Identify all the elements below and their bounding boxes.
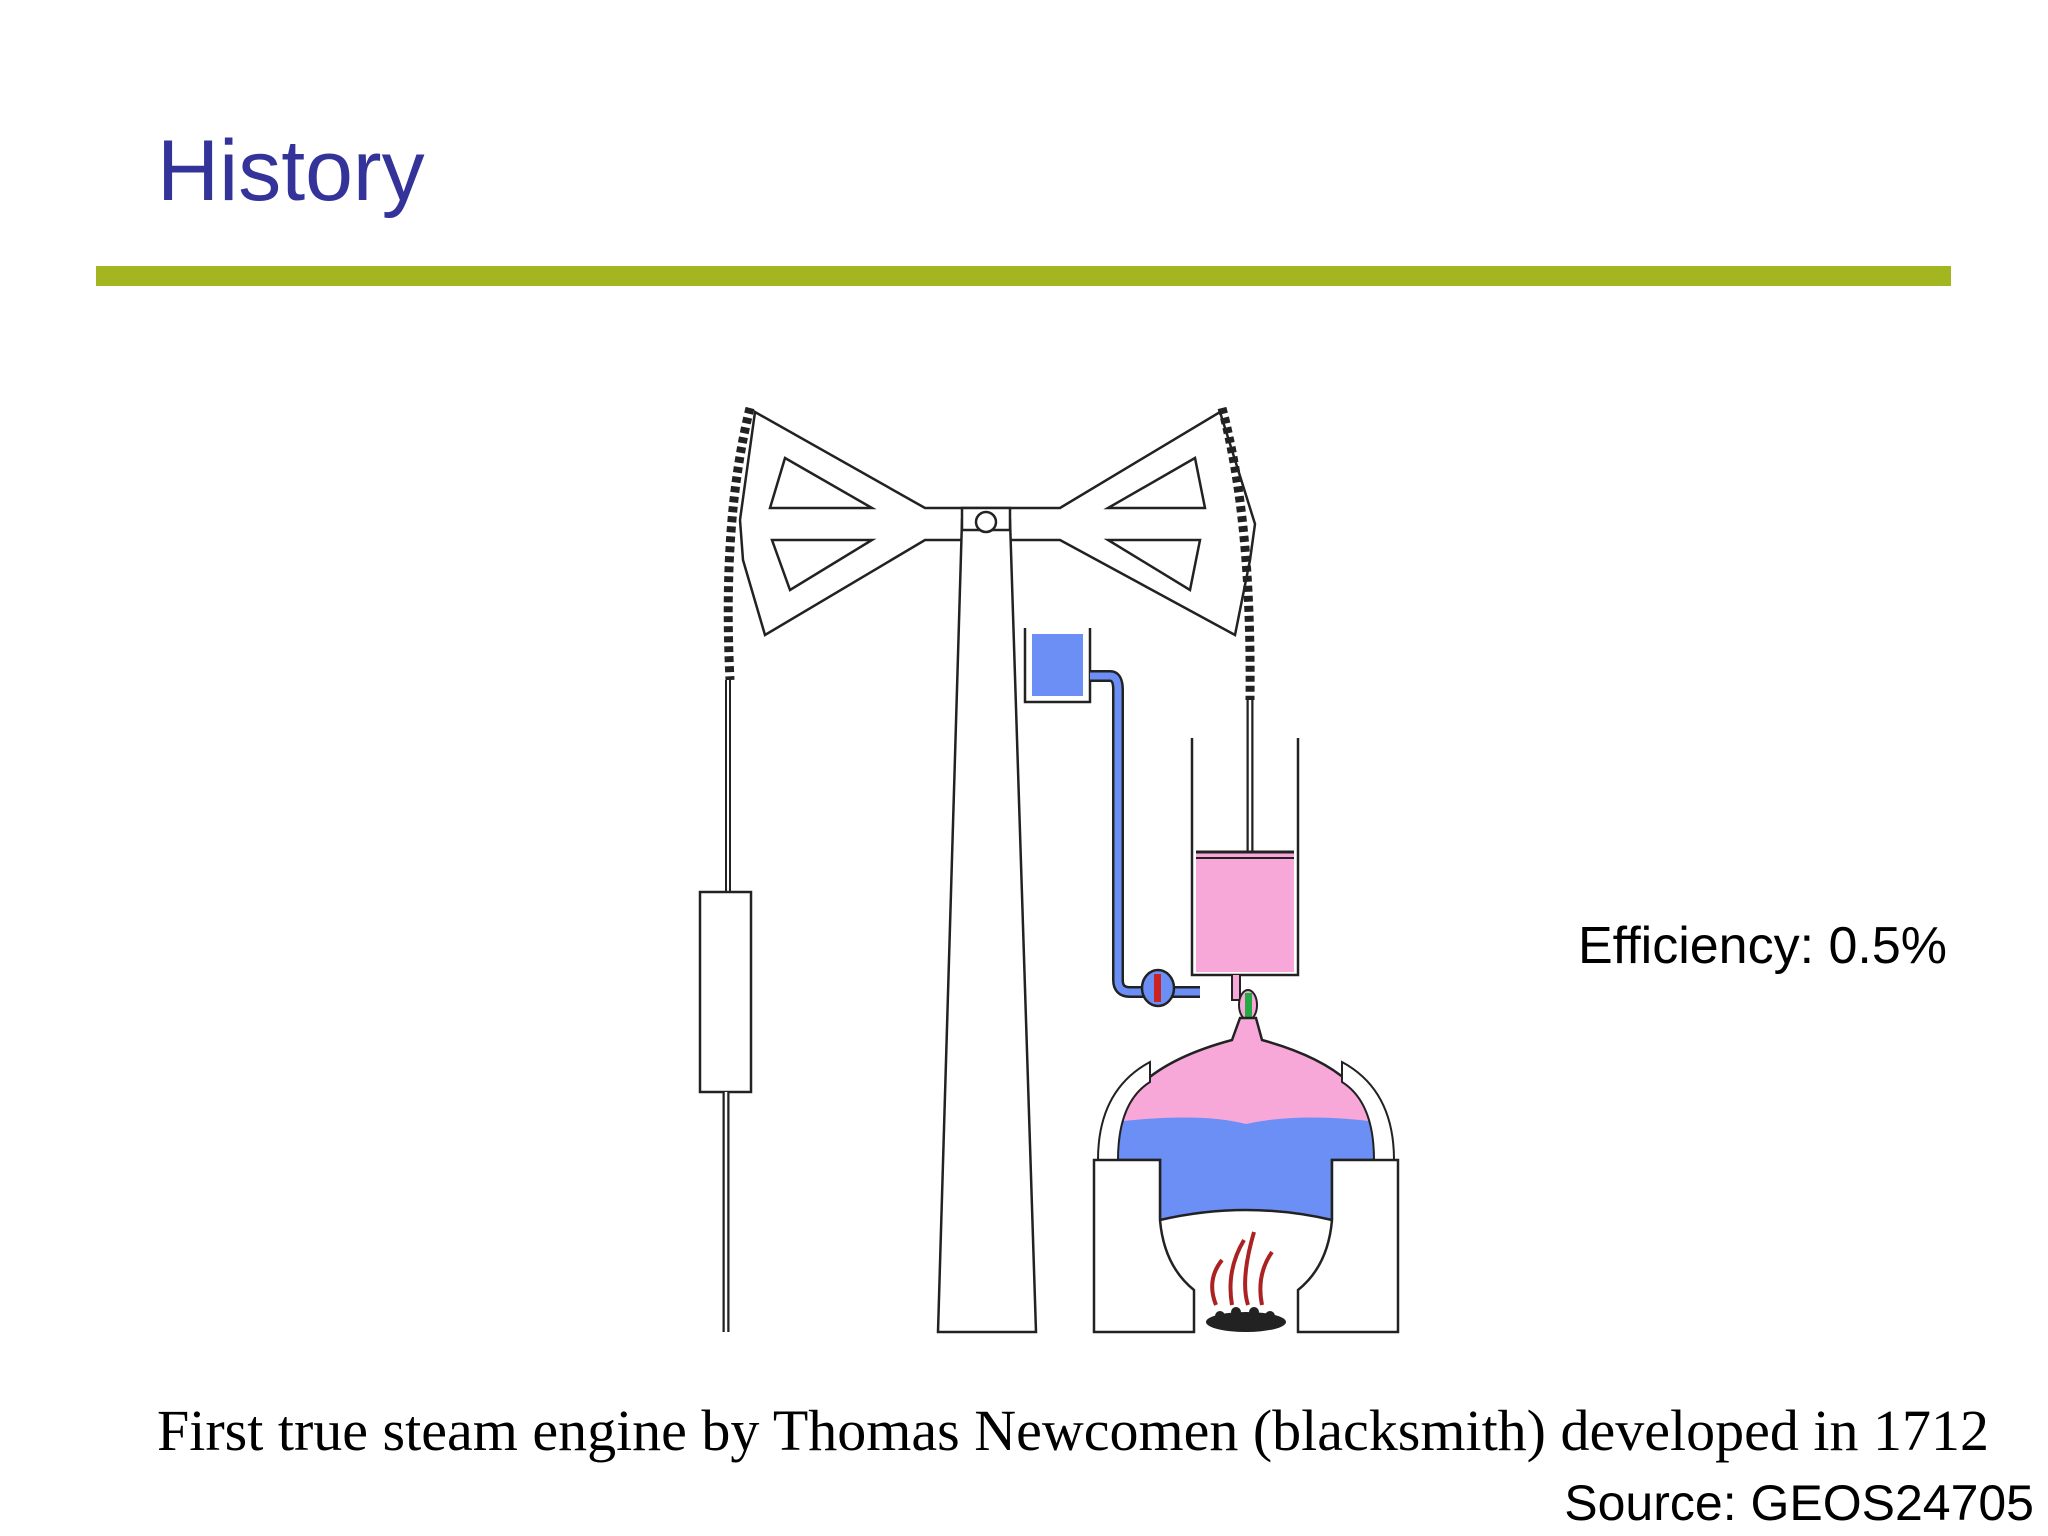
fire-icon — [1210, 1231, 1274, 1306]
steam-cylinder — [1190, 738, 1300, 1021]
coal-icon — [1206, 1307, 1286, 1332]
injection-valve-icon — [1154, 974, 1161, 1002]
boiler — [1092, 1016, 1400, 1334]
slide-title: History — [157, 123, 425, 219]
water-tank — [1023, 628, 1200, 1008]
pump-rod-left — [698, 406, 755, 1332]
steam-valve-icon — [1245, 993, 1252, 1017]
title-divider — [96, 266, 1951, 286]
support-pillar — [936, 506, 1038, 1334]
source-citation: Source: GEOS24705 — [1564, 1475, 2034, 1531]
slide-caption: First true steam engine by Thomas Newcom… — [157, 1398, 1989, 1463]
piston-rod-right — [1217, 406, 1255, 852]
efficiency-label: Efficiency: 0.5% — [1578, 917, 1948, 975]
